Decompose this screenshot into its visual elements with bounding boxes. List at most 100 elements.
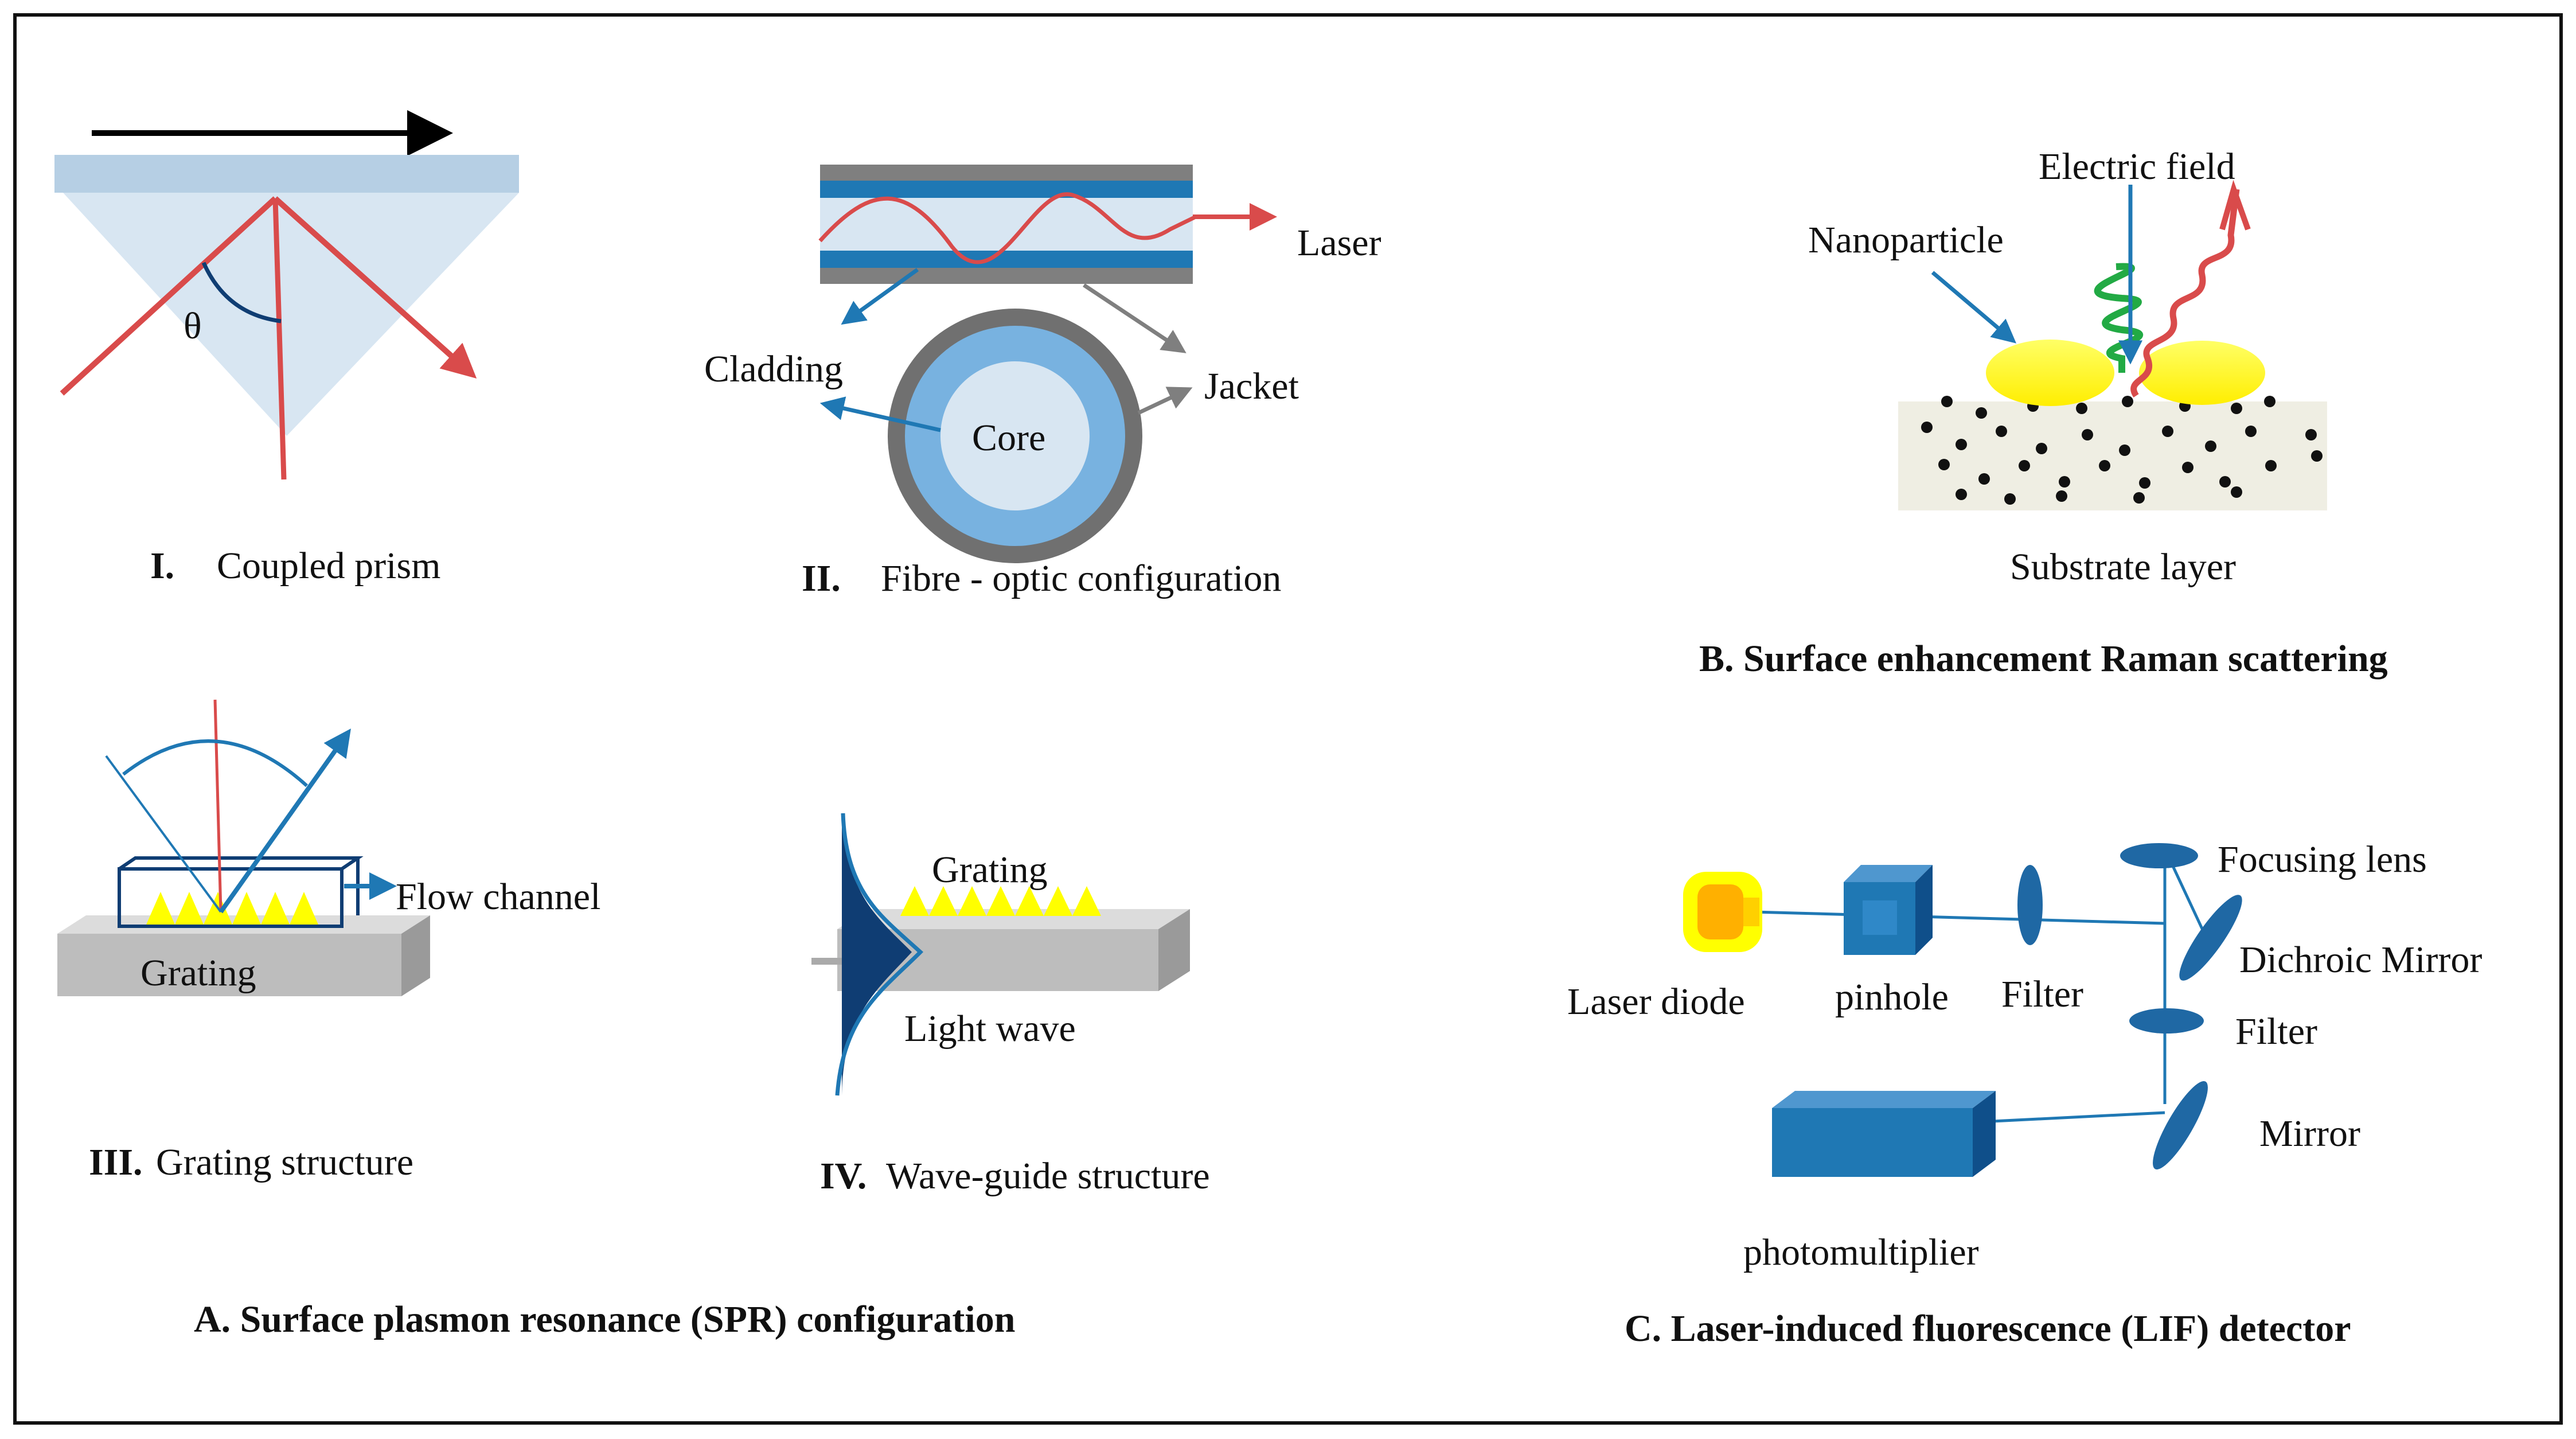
reflected-ray (273, 196, 477, 379)
light-wave-curve (835, 813, 924, 1096)
substrate-particle (2004, 493, 2016, 505)
grating-normal-line (213, 699, 223, 912)
flow-channel-box (118, 867, 344, 928)
substrate-particle (2019, 460, 2030, 471)
substrate-particle (2036, 443, 2047, 454)
fibre-cross-core (940, 361, 1090, 510)
cladding-arrow-top (841, 268, 919, 325)
fibre-cladding-top (820, 181, 1193, 198)
substrate-particle (2219, 476, 2231, 488)
normal-line (272, 198, 287, 480)
fibre-core (820, 198, 1193, 251)
red-wave-tip (2219, 180, 2251, 231)
photomultiplier-front (1772, 1108, 1973, 1177)
mirror-label: Mirror (2259, 1113, 2360, 1155)
substrate-particle (2311, 450, 2323, 462)
sers-diagram: Electric field Nanoparticle Substrate la… (1808, 146, 2327, 588)
prism-plate (54, 155, 519, 193)
photomultiplier-top (1772, 1091, 1996, 1108)
grating-reflected-ray (218, 728, 351, 914)
electric-field-label: Electric field (2039, 146, 2235, 188)
angle-arc (201, 262, 282, 323)
filter-2-label: Filter (2235, 1011, 2317, 1052)
substrate-particle (1938, 459, 1950, 470)
substrate-particle (1996, 426, 2007, 437)
grating-numeral: III. (89, 1141, 143, 1183)
substrate-particle (2099, 460, 2110, 471)
panel-c-heading: C. Laser-induced fluorescence (LIF) dete… (1625, 1308, 2351, 1350)
grating-teeth (146, 892, 318, 925)
laser-label: Laser (1297, 222, 1381, 264)
jacket-label: Jacket (1204, 365, 1299, 407)
substrate-label: Substrate layer (2010, 546, 2236, 588)
excitation-beam (1753, 910, 2165, 925)
incident-ray (60, 196, 278, 396)
fibre-optic-diagram: Laser Core Cladding Jacket II. Fibre - o… (704, 165, 1381, 599)
filter-2 (2129, 1008, 2204, 1034)
substrate-particle (1978, 473, 1990, 485)
fibre-numeral: II. (802, 557, 841, 599)
substrate-particle (2182, 462, 2193, 473)
lif-detector-diagram: Laser diode pinhole Filter Focusing lens… (1567, 839, 2482, 1273)
substrate-particle (2119, 444, 2130, 456)
theta-label: θ (184, 305, 202, 347)
nanoparticle-label: Nanoparticle (1808, 219, 2004, 261)
fibre-cladding-bottom (820, 251, 1193, 268)
nanoparticle-arrow (1931, 271, 2017, 344)
dichroic-mirror (2179, 895, 2242, 981)
light-wave-profile (842, 813, 912, 1095)
coupled-prism-diagram: θ I. Coupled prism (54, 110, 519, 587)
nanoparticle-left (1986, 340, 2114, 406)
pinhole-side (1915, 865, 1933, 955)
prism-caption: Coupled prism (217, 545, 441, 587)
cladding-arrow-cross (819, 396, 941, 432)
waveguide-numeral: IV. (820, 1155, 867, 1197)
waveguide-grating-teeth (900, 886, 1101, 916)
pinhole-window (1863, 900, 1897, 935)
substrate-particle (2265, 460, 2277, 471)
core-label: Core (972, 417, 1045, 459)
substrate-particle (1956, 489, 1967, 500)
focusing-lens-label: Focusing lens (2218, 839, 2427, 880)
substrate-particle (2059, 476, 2070, 488)
figure-frame (13, 13, 2563, 1425)
grating-structure-diagram: Flow channel Grating III. Grating struct… (57, 699, 600, 1183)
prism-numeral: I. (150, 545, 174, 587)
laser-diode-lens (1743, 898, 1759, 926)
filter-1 (2017, 865, 2043, 945)
fibre-jacket-bottom (820, 268, 1193, 284)
waveguide-grating-label: Grating (932, 849, 1048, 891)
substrate-particle (1921, 422, 1933, 433)
mirror (2153, 1081, 2208, 1169)
light-wave-label: Light wave (904, 1008, 1076, 1050)
grating-incident-ray (105, 755, 222, 913)
jacket-arrow-cross (1137, 387, 1193, 415)
substrate-particle (2245, 426, 2257, 437)
red-incident-wave (2130, 189, 2240, 398)
flow-channel-top (118, 856, 364, 871)
panel-b-heading: B. Surface enhancement Raman scattering (1699, 638, 2388, 680)
nanoparticle-right (2139, 341, 2265, 405)
substrate-particle (2264, 396, 2276, 407)
photomultiplier-side (1973, 1091, 1996, 1177)
grating-slab-front (57, 934, 401, 996)
substrate-particle (1956, 439, 1967, 450)
fibre-jacket-top (820, 165, 1193, 181)
substrate-particle (2305, 429, 2317, 440)
substrate-particle (1941, 396, 1953, 407)
dichroic-mirror-label: Dichroic Mirror (2239, 939, 2482, 981)
substrate-particle (2122, 396, 2133, 407)
substrate-particle (2205, 440, 2216, 452)
substrate-particle (2056, 490, 2067, 502)
pinhole-label: pinhole (1835, 976, 1949, 1018)
grating-slab-side (401, 915, 430, 996)
substrate-particle (2162, 426, 2173, 437)
laser-diode-aperture (1697, 884, 1743, 939)
flow-channel-label: Flow channel (396, 876, 600, 918)
grating-label: Grating (140, 952, 256, 994)
substrate-particle (2139, 477, 2150, 489)
laser-diode-label: Laser diode (1567, 981, 1745, 1023)
substrate-particle (2231, 403, 2242, 414)
